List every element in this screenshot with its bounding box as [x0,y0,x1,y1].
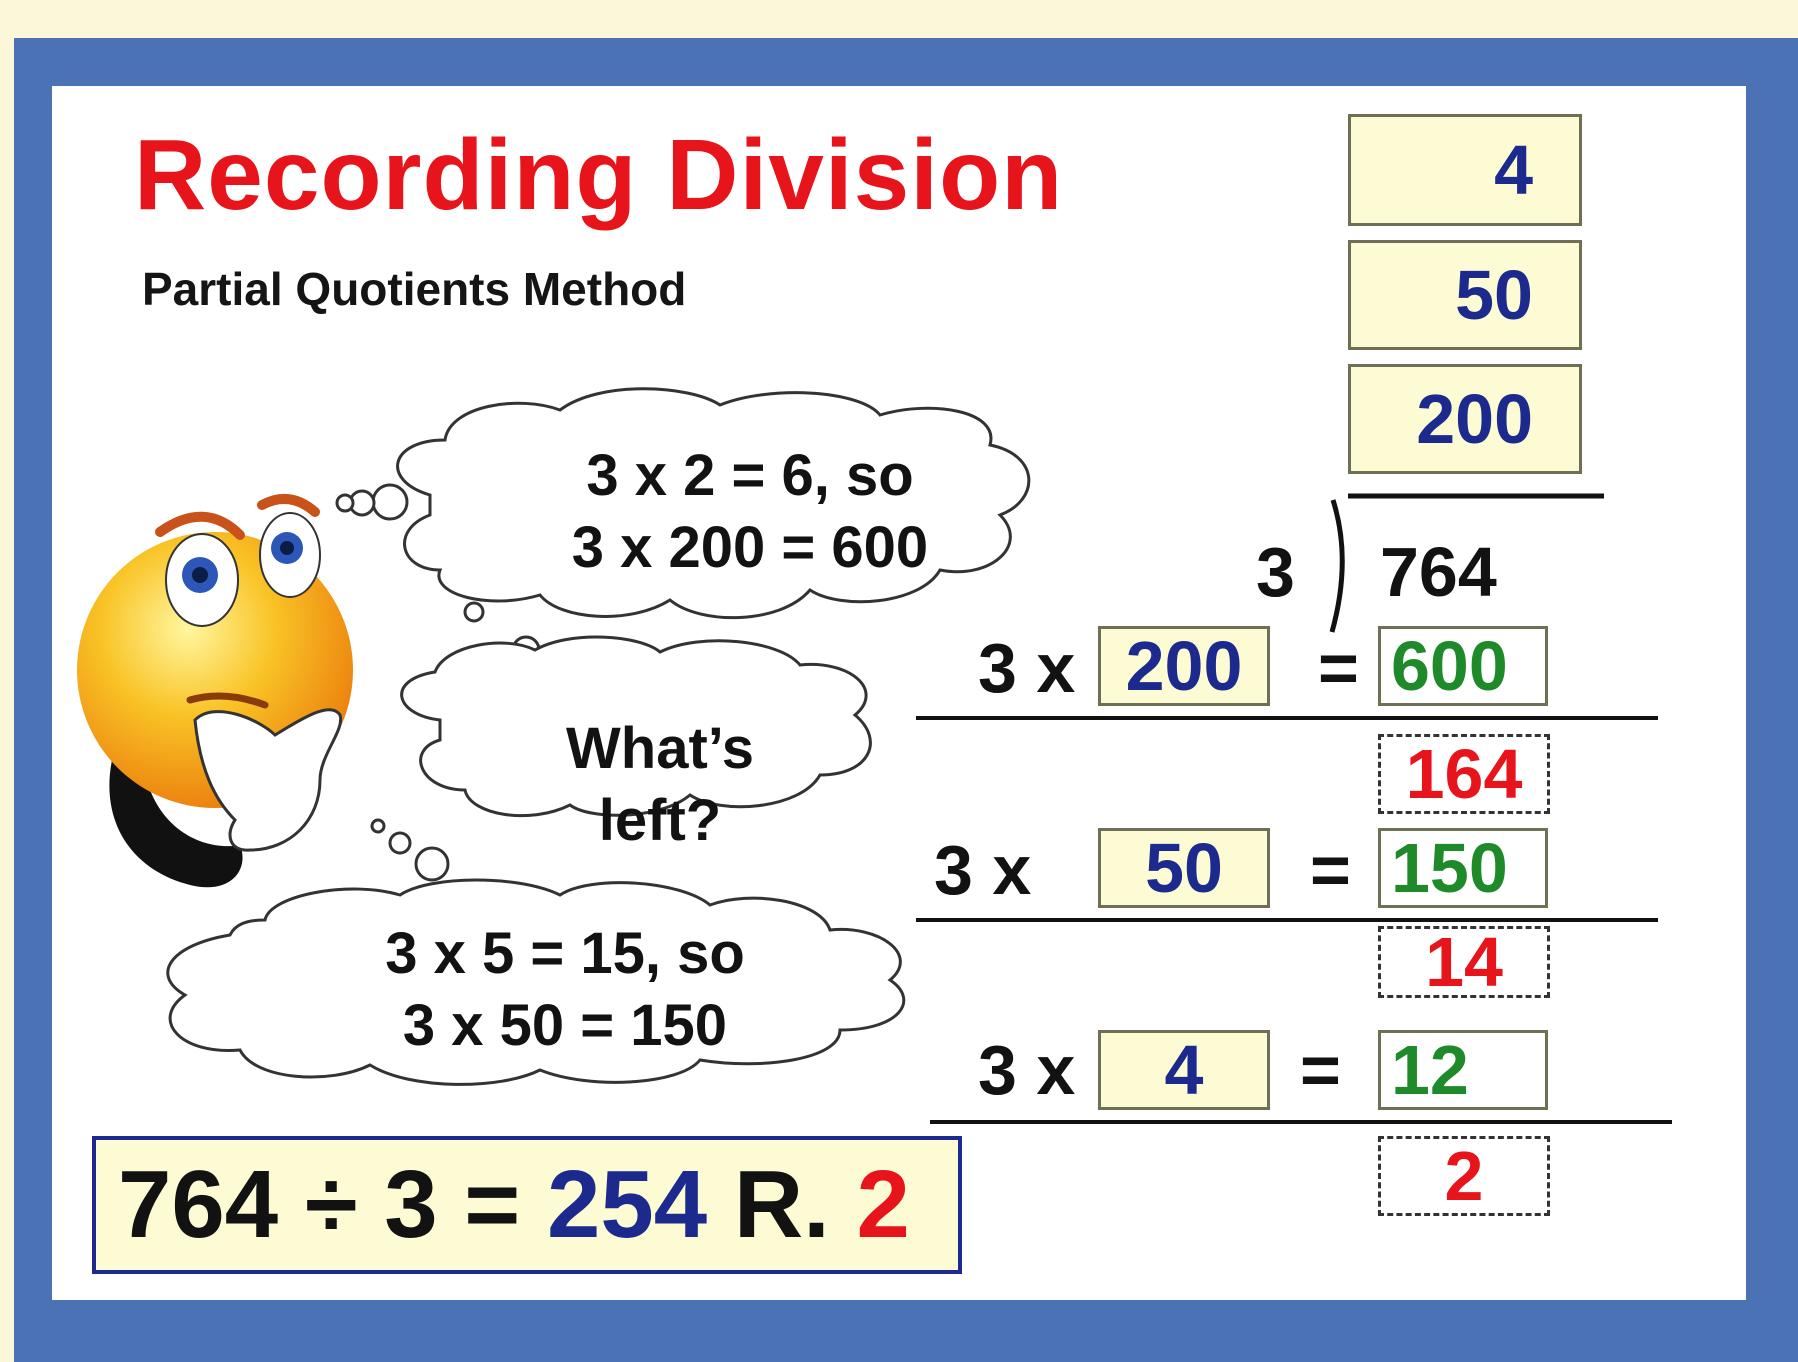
answer-mid: R. [707,1151,857,1258]
dividend: 764 [1380,533,1497,611]
step-1-prefix: 3 x [978,629,1076,707]
step-3-product: 12 [1378,1030,1548,1110]
quotient-box-50: 50 [1348,240,1582,350]
step-3-prefix: 3 x [978,1031,1076,1109]
step-2-product: 150 [1378,828,1548,908]
step-2-factor: 50 [1098,828,1270,908]
step-2-remainder: 14 [1378,923,1550,1001]
answer-quotient: 254 [547,1151,708,1258]
answer-box: 764 ÷ 3 = 254 R. 2 [92,1136,962,1274]
step-2-rule [916,918,1658,922]
step-1-factor: 200 [1098,626,1270,706]
thought-cloud-first [396,387,1031,620]
thought-second-text: What’s left? [520,713,800,857]
step-3-rule [930,1120,1672,1124]
step-2-equals: = [1310,831,1351,909]
thought-first-line-2: 3 x 200 = 600 [571,515,929,580]
thinking-face-icon [77,493,353,888]
thought-first-text: 3 x 2 = 6, so 3 x 200 = 600 [560,440,940,584]
page-subtitle: Partial Quotients Method [142,263,687,315]
thought-third-line-2: 3 x 50 = 150 [402,993,728,1058]
quotient-box-4: 4 [1348,114,1582,226]
step-2-prefix: 3 x [934,831,1032,909]
page-title: Recording Division [134,119,1064,231]
division-bracket [1329,493,1604,633]
thought-cloud-third [166,878,906,1086]
quotient-box-200: 200 [1348,364,1582,474]
answer-lhs: 764 ÷ 3 = [118,1151,547,1258]
thought-bubbles-second [370,818,450,882]
thought-first-line-1: 3 x 2 = 6, so [586,443,914,508]
step-1-equals: = [1318,629,1359,707]
answer-remainder: 2 [856,1151,910,1258]
thought-second-line-2: left? [598,788,722,853]
step-1-remainder: 164 [1378,734,1550,814]
thought-second-line-1: What’s [566,716,754,781]
divisor: 3 [1256,533,1295,611]
thought-third-line-1: 3 x 5 = 15, so [385,921,745,986]
step-3-remainder: 2 [1378,1136,1550,1216]
thought-cloud-second [400,635,872,818]
step-3-factor: 4 [1098,1030,1270,1110]
step-1-rule [916,716,1658,720]
step-3-equals: = [1300,1031,1341,1109]
step-1-product: 600 [1378,626,1548,706]
thought-third-text: 3 x 5 = 15, so 3 x 50 = 150 [355,918,775,1062]
